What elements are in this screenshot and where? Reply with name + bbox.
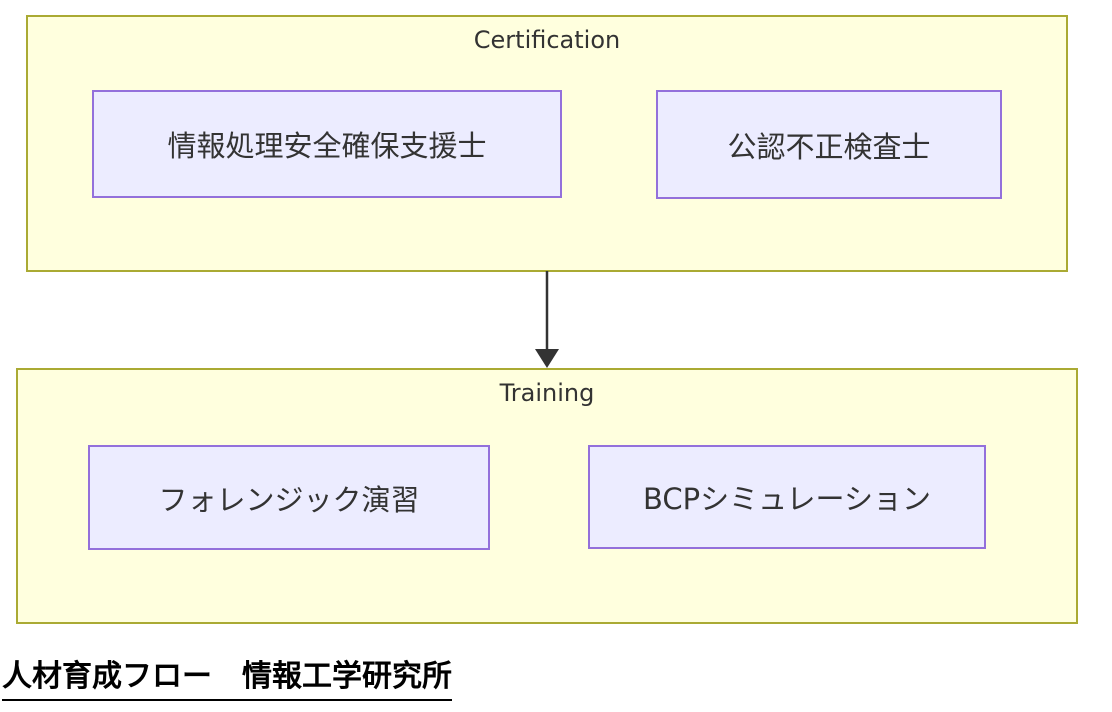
node-bcp-simulation: BCPシミュレーション [588,445,986,549]
arrowhead-icon [535,349,559,368]
node-bcp-simulation-label: BCPシミュレーション [643,482,931,516]
node-certified-fraud-examiner-label: 公認不正検査士 [727,129,931,164]
node-security-specialist-label: 情報処理安全確保支援士 [167,129,487,163]
node-forensics-exercise-label: フォレンジック演習 [158,482,420,517]
diagram-title: 人材育成フロー 情報工学研究所 [2,658,452,701]
cluster-training-label: Training [499,379,595,407]
flow-arrow-certification-to-training [535,271,559,368]
node-security-specialist: 情報処理安全確保支援士 [92,90,562,198]
node-certified-fraud-examiner: 公認不正検査士 [656,90,1002,199]
cluster-certification-label: Certification [473,26,621,54]
node-forensics-exercise: フォレンジック演習 [88,445,490,550]
cluster-training: Training フォレンジック演習 BCPシミュレーション [16,368,1078,624]
cluster-certification: Certification 情報処理安全確保支援士 公認不正検査士 [26,15,1068,272]
